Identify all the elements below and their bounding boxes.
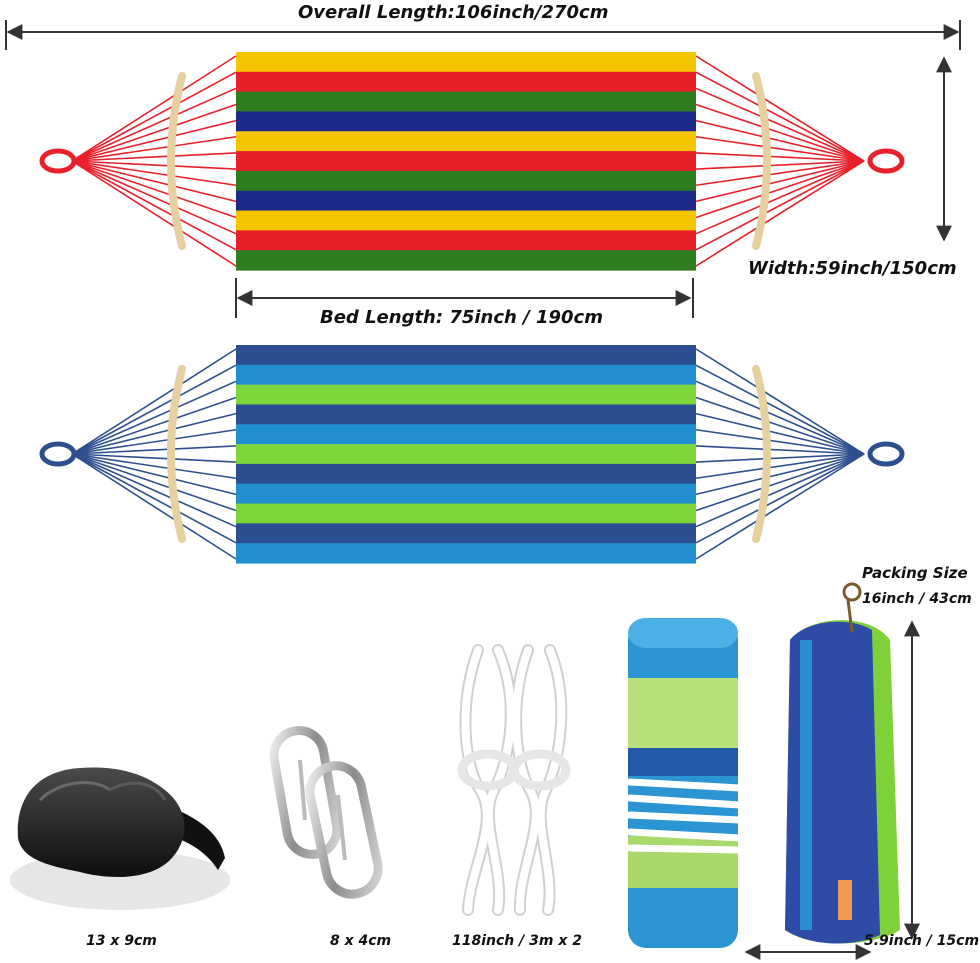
fabric-stripe: [236, 111, 696, 132]
fabric-stripe: [236, 52, 696, 73]
rope-size-label: 118inch / 3m x 2: [452, 933, 582, 949]
fabric-stripe: [236, 364, 696, 386]
packing-diameter-label: 5.9inch / 15cm: [864, 933, 980, 949]
rope-coil-icon: [457, 644, 571, 916]
fabric-stripe: [236, 503, 696, 524]
overall-length-dimension-line: [5, 20, 961, 50]
hammock-rainbow: [39, 52, 905, 271]
fabric-stripe: [236, 131, 696, 152]
packing-length-label: 16inch / 43cm: [862, 591, 972, 607]
fabric-stripe: [236, 345, 696, 366]
width-label: Width:59inch/150cm: [748, 258, 957, 279]
stuff-sack-icon: [785, 582, 900, 944]
bed-length-dimension-line: [235, 278, 694, 318]
eye-mask-size-label: 13 x 9cm: [86, 933, 157, 949]
fabric-stripe: [236, 170, 696, 192]
bed-length-label: Bed Length: 75inch / 190cm: [320, 307, 603, 328]
hammock-blue-green-spreader-bars: [167, 365, 771, 543]
fabric-stripe: [236, 444, 696, 465]
fabric-stripe: [236, 424, 696, 445]
fabric-stripe: [236, 210, 696, 231]
hammock-rainbow-spreader-bars: [167, 72, 771, 250]
fabric-stripe: [236, 463, 696, 485]
fabric-stripe: [236, 71, 696, 93]
fabric-stripe: [236, 190, 696, 212]
rolled-hammock-icon: [626, 618, 744, 948]
eye-mask-icon: [10, 767, 230, 910]
fabric-stripe: [236, 151, 696, 172]
fabric-stripe: [236, 404, 696, 425]
carabiner-icon: [269, 726, 383, 899]
packing-size-title: Packing Size: [862, 564, 968, 582]
fabric-stripe: [236, 543, 696, 564]
fabric-stripe: [236, 250, 696, 271]
fabric-stripe: [236, 384, 696, 406]
overall-length-label: Overall Length:106inch/270cm: [298, 2, 609, 23]
fabric-stripe: [236, 483, 696, 505]
hammock-blue-green: [39, 345, 905, 564]
carabiner-size-label: 8 x 4cm: [330, 933, 392, 949]
fabric-stripe: [236, 230, 696, 251]
hammock-rainbow-fabric: [236, 52, 696, 271]
hammock-blue-green-ropes: [39, 348, 905, 560]
hammock-rainbow-ropes: [39, 55, 905, 267]
hammock-blue-green-fabric: [236, 345, 696, 564]
fabric-stripe: [236, 91, 696, 113]
fabric-stripe: [236, 523, 696, 544]
